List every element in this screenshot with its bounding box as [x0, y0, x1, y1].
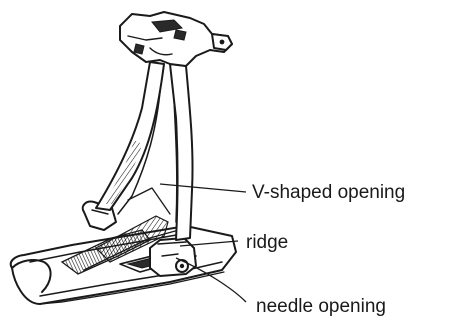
callout-labels: V-shaped opening ridge needle opening	[246, 182, 405, 317]
presser-foot-illustration	[11, 12, 236, 304]
leader-v-opening	[160, 184, 246, 192]
label-v-opening: V-shaped opening	[252, 182, 405, 203]
label-ridge: ridge	[246, 232, 288, 253]
hinge-block	[150, 238, 196, 276]
mounting-bracket	[120, 12, 232, 66]
label-needle-opening: needle opening	[256, 296, 386, 317]
